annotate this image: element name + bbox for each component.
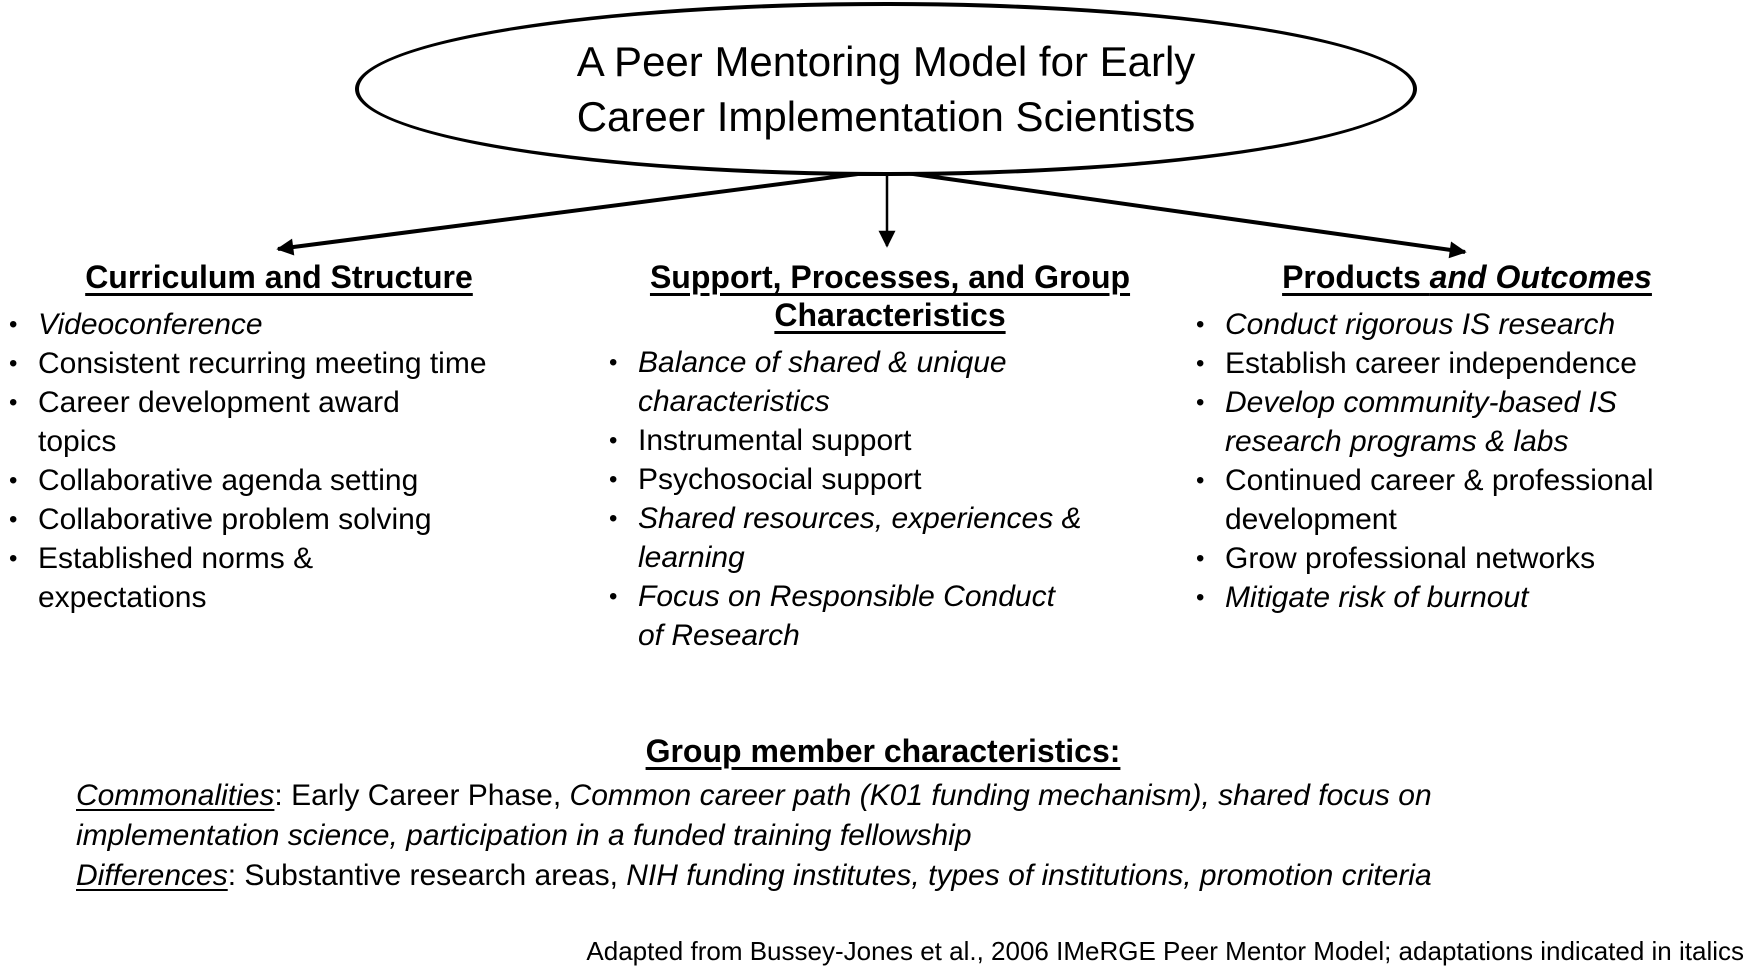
bullet-item-text: Establish career independence [1225,347,1637,380]
bullet-dot: • [9,311,18,338]
column-header: Curriculum and Structure [0,258,558,296]
bullet-item: • Collaborative agenda setting [0,461,558,500]
column-header-line: Products and Outcomes [1282,259,1652,295]
bullet-dot: • [1196,350,1205,377]
bullet-dot: • [9,389,18,416]
bullet-item-text: Mitigate risk of burnout [1225,581,1529,614]
bullet-dot: • [609,583,618,610]
bullet-item: • Consistent recurring meeting time [0,344,558,383]
bullet-dot: • [609,466,618,493]
bullet-dot: • [1196,389,1205,416]
bullet-item-text: Grow professional networks [1225,542,1596,575]
bullet-item: • Establish career independence [1187,344,1747,383]
text-segment: Differences [76,859,228,892]
bullet-dot: • [9,506,18,533]
bullet-item-text: Conduct rigorous IS research [1225,308,1616,341]
title-ellipse: A Peer Mentoring Model for Early Career … [355,2,1417,176]
paragraph-line: Commonalities: Early Career Phase, Commo… [76,776,1736,816]
group-member-characteristics-paragraph: Commonalities: Early Career Phase, Commo… [76,776,1736,896]
bullet-dot: • [609,427,618,454]
diagram-title-line-2: Career Implementation Scientists [576,93,1196,140]
arrow-to-curriculum [276,168,890,256]
paragraph-line: Differences: Substantive research areas,… [76,856,1736,896]
bullet-item: • Established norms &expectations [0,539,558,617]
bullet-item-text: Shared resources, experiences &learning [638,502,1082,574]
bullet-item: • Instrumental support [600,421,1180,460]
bullet-dot: • [9,467,18,494]
paragraph-line: implementation science, participation in… [76,816,1736,856]
bullet-item: • Psychosocial support [600,460,1180,499]
bullet-item: • Conduct rigorous IS research [1187,305,1747,344]
text-segment: Curriculum and Structure [85,259,473,295]
group-member-characteristics-header: Group member characteristics: [58,733,1708,769]
bullet-item-text: Videoconference [38,308,263,341]
bullet-item-text: Collaborative problem solving [38,503,432,536]
column-curriculum-and-structure: Curriculum and Structure • Videoconference… [0,258,558,617]
text-segment: and Outcomes [1429,259,1652,295]
text-segment: : Early Career Phase, [274,779,570,812]
bullet-item: • Videoconference [0,305,558,344]
column-header: Products and Outcomes [1187,258,1747,296]
bullet-dot: • [1196,467,1205,494]
bullet-item-text: Collaborative agenda setting [38,464,419,497]
text-segment: Characteristics [774,297,1006,333]
bullet-dot: • [1196,545,1205,572]
bullet-item-text: Psychosocial support [638,463,922,496]
bullet-item: • Collaborative problem solving [0,500,558,539]
text-segment: NIH funding institutes, types of institu… [626,859,1432,892]
bullet-dot: • [9,350,18,377]
text-segment: : Substantive research areas, [227,859,627,892]
text-segment: Common career path (K01 funding mechanis… [569,779,1432,812]
column-header-line: Curriculum and Structure [85,259,473,295]
bullet-dot: • [609,505,618,532]
arrow-to-products [884,168,1467,259]
diagram-title-line-1: A Peer Mentoring Model for Early [576,38,1196,85]
column-header-line: Support, Processes, and Group [650,259,1130,295]
column-products-and-outcomes: Products and Outcomes • Conduct rigorous I… [1187,258,1747,617]
bullet-item-text: Instrumental support [638,424,912,457]
text-segment: implementation science, participation in… [76,819,972,852]
bullet-dot: • [1196,584,1205,611]
group-header-text: Group member characteristics: [645,733,1121,769]
column-header-line: Characteristics [774,297,1005,333]
text-segment: Commonalities [76,779,275,812]
bullet-dot: • [9,545,18,572]
bullet-item: • Grow professional networks [1187,539,1747,578]
bullet-dot: • [609,349,618,376]
bullet-item-text: Consistent recurring meeting time [38,347,487,380]
bullet-dot: • [1196,311,1205,338]
attribution-note: Adapted from Bussey-Jones et al., 2006 I… [586,936,1744,966]
text-segment: Support, Processes, and Group [649,259,1131,295]
bullet-item: • Shared resources, experiences &learning [600,499,1180,577]
bullet-item: • Mitigate risk of burnout [1187,578,1747,617]
bullet-item-text: Established norms &expectations [38,542,314,614]
text-segment: Products [1282,259,1430,295]
